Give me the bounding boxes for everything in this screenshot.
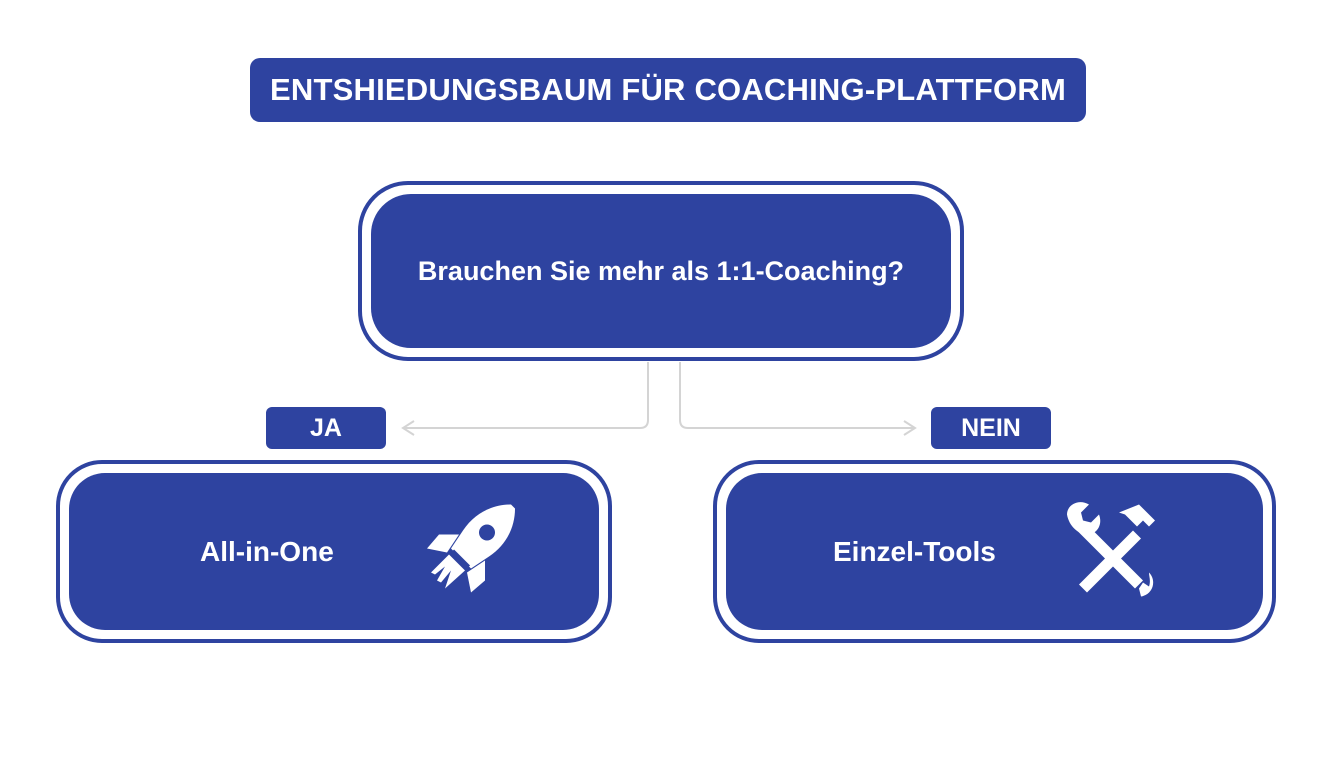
option-all-in-one: All-in-One [56, 460, 612, 643]
no-tag: NEIN [931, 407, 1051, 449]
option-einzel-tools-inner: Einzel-Tools [726, 473, 1263, 630]
yes-tag: JA [266, 407, 386, 449]
option-einzel-tools: Einzel-Tools [713, 460, 1276, 643]
diagram-title: ENTSHIEDUNGSBAUM FÜR COACHING-PLATTFORM [250, 58, 1086, 122]
connector-no [679, 362, 914, 429]
wrench-hammer-icon [1059, 500, 1155, 603]
option-einzel-tools-label: Einzel-Tools [833, 535, 996, 567]
question-node: Brauchen Sie mehr als 1:1-Coaching? [358, 181, 964, 361]
option-all-in-one-label: All-in-One [200, 535, 334, 567]
rocket-window [479, 524, 495, 540]
arrowhead-no [903, 420, 917, 436]
connector-yes [404, 362, 649, 429]
question-node-inner: Brauchen Sie mehr als 1:1-Coaching? [371, 194, 951, 348]
arrowhead-yes [401, 420, 415, 436]
question-text: Brauchen Sie mehr als 1:1-Coaching? [417, 255, 905, 286]
option-all-in-one-inner: All-in-One [69, 473, 599, 630]
rocket-icon [423, 500, 519, 603]
